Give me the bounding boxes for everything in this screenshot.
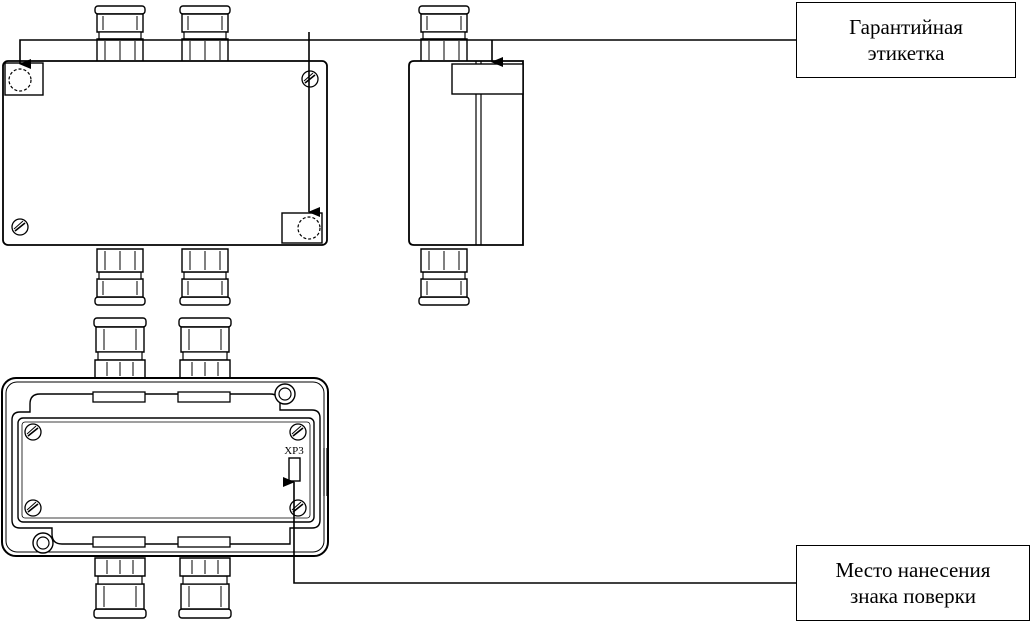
verification-mark-callout: Место нанесения знака поверки [796, 545, 1030, 621]
warranty-label-callout: Гарантийная этикетка [796, 2, 1016, 78]
box-side-view [408, 5, 524, 306]
verification-leader-line [283, 477, 796, 584]
warranty-sticker [4, 62, 44, 96]
box-lid [2, 60, 328, 246]
warranty-label-line2: этикетка [867, 41, 945, 65]
warranty-sticker [451, 63, 524, 95]
cable-gland [178, 317, 232, 379]
cable-gland [178, 557, 232, 619]
warranty-leader-lines [19, 32, 796, 217]
connector-xp3 [288, 457, 301, 482]
verification-mark-line2: знака поверки [849, 584, 977, 608]
screw-icon [289, 423, 307, 441]
cable-gland [179, 248, 231, 306]
cable-gland [94, 248, 146, 306]
cable-gland [418, 248, 470, 306]
verification-mark-line1: Место нанесения [835, 558, 991, 582]
warranty-label-line1: Гарантийная [849, 15, 963, 39]
cable-gland [93, 557, 147, 619]
mounting-hole [32, 532, 54, 554]
cable-gland [93, 317, 147, 379]
cable-gland [94, 5, 146, 63]
mounting-hole [274, 383, 296, 405]
warranty-sticker [281, 212, 323, 244]
screw-icon [289, 499, 307, 517]
connector-xp3-label: XP3 [284, 445, 304, 457]
cable-gland [179, 5, 231, 63]
screw-icon [24, 423, 42, 441]
box-front-view [2, 5, 328, 306]
screw-icon [24, 499, 42, 517]
box-internal-view: XP3 [1, 317, 329, 619]
screw-icon [301, 70, 319, 88]
screw-icon [11, 218, 29, 236]
cable-gland [418, 5, 470, 63]
